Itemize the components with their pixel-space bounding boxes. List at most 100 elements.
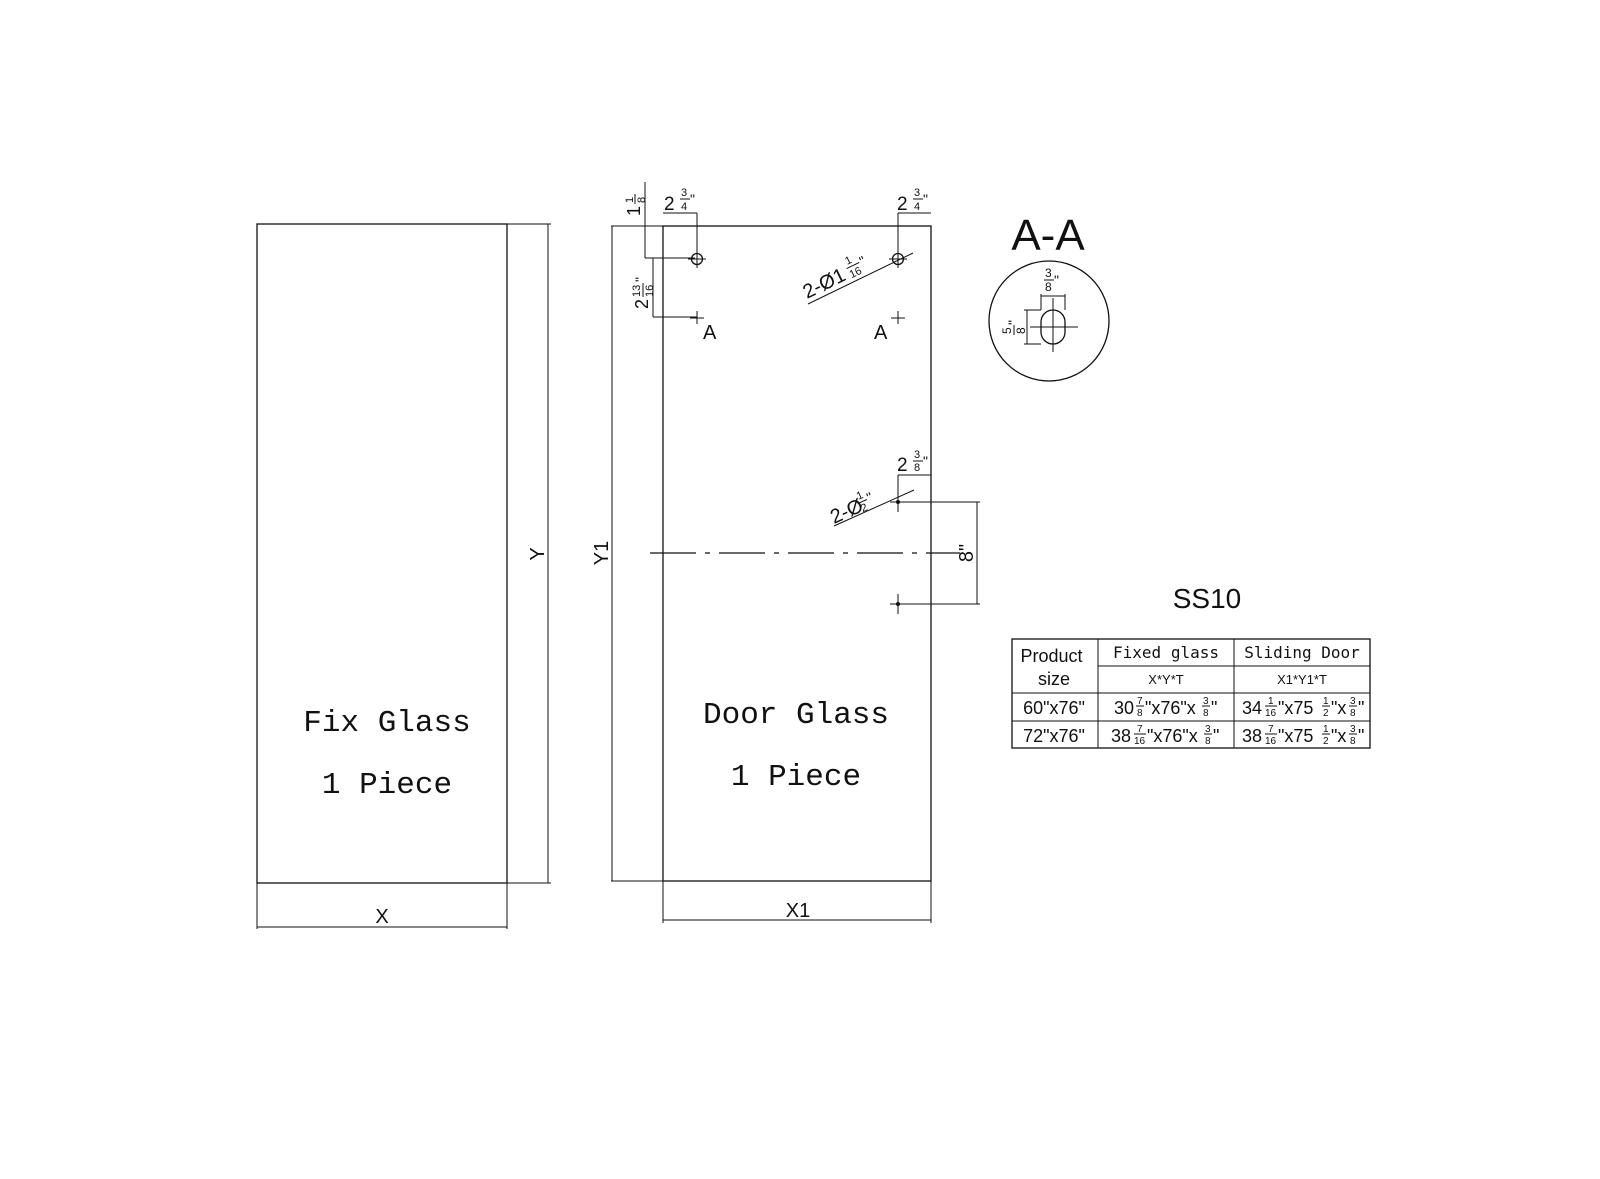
svg-text:": " — [1211, 698, 1217, 718]
svg-text:16: 16 — [644, 285, 656, 297]
svg-text:30: 30 — [1114, 698, 1134, 718]
svg-text:8: 8 — [1350, 708, 1356, 719]
svg-text:2: 2 — [897, 455, 908, 476]
svg-text:1: 1 — [1268, 696, 1274, 707]
header-product-size: Product size — [1020, 646, 1087, 689]
svg-text:38: 38 — [1111, 726, 1131, 746]
svg-text:2: 2 — [664, 194, 675, 215]
fix-glass-outline — [256, 223, 508, 884]
svg-text:": " — [923, 453, 928, 469]
svg-text:2: 2 — [897, 194, 908, 215]
svg-text:8: 8 — [1203, 708, 1209, 719]
svg-text:7: 7 — [1137, 696, 1143, 707]
section-detail-circle — [988, 260, 1110, 382]
right-hole-inset-dimension: 2 3 4 " — [897, 187, 928, 215]
svg-text:8: 8 — [1137, 708, 1143, 719]
svg-text:16: 16 — [848, 265, 864, 281]
row-size: 72"x76" — [1023, 726, 1085, 746]
hole-drop-dimension: 2 13 16 " — [631, 277, 656, 309]
svg-text:8: 8 — [1045, 280, 1052, 294]
section-width-dimension: 3 8 " — [1044, 266, 1059, 294]
svg-text:7: 7 — [1268, 724, 1274, 735]
door-glass-title: Door Glass — [703, 698, 889, 733]
svg-text:16: 16 — [1265, 736, 1277, 747]
header-fixed-glass: Fixed glass — [1113, 643, 1219, 662]
svg-text:2: 2 — [1323, 736, 1329, 747]
handle-spacing-label: 8" — [956, 544, 978, 562]
svg-text:3: 3 — [914, 449, 920, 461]
subheader-fixed: X*Y*T — [1148, 672, 1183, 687]
door-width-label: X1 — [786, 900, 810, 922]
svg-text:3: 3 — [1205, 724, 1211, 735]
svg-text:8: 8 — [914, 462, 920, 474]
svg-text:2: 2 — [1323, 708, 1329, 719]
svg-text:3: 3 — [1350, 696, 1356, 707]
svg-text:7: 7 — [1137, 724, 1143, 735]
svg-text:"x75: "x75 — [1278, 726, 1313, 746]
table-row: 60"x76" 30 7 8 "x76"x 3 8 " 34 1 16 "x75… — [1023, 696, 1364, 719]
svg-text:13: 13 — [631, 285, 643, 297]
svg-text:8: 8 — [636, 197, 648, 203]
model-label: SS10 — [1173, 583, 1242, 614]
svg-text:16: 16 — [1265, 708, 1277, 719]
handle-holes-callout: 2-Ø 1 2 " — [827, 489, 875, 529]
size-table: Product size Fixed glass Sliding Door X*… — [1011, 638, 1371, 749]
door-height-label: Y1 — [591, 541, 613, 565]
subheader-door: X1*Y1*T — [1277, 672, 1327, 687]
row-fixed-size: 38 7 16 "x76"x 3 8 " — [1111, 724, 1219, 747]
svg-text:1: 1 — [1323, 696, 1329, 707]
svg-text:4: 4 — [681, 201, 687, 213]
section-title: A-A — [1011, 211, 1085, 260]
svg-text:": " — [690, 191, 695, 207]
svg-text:": " — [1054, 272, 1059, 288]
fix-glass-title: Fix Glass — [303, 706, 470, 741]
svg-text:3: 3 — [1203, 696, 1209, 707]
svg-text:1: 1 — [624, 197, 636, 203]
top-offset-dimension: 1 1 8 — [624, 194, 648, 216]
svg-text:": " — [632, 277, 648, 282]
handle-inset-dimension: 2 3 8 " — [897, 449, 928, 476]
svg-text:34: 34 — [1242, 698, 1262, 718]
svg-text:": " — [857, 253, 869, 270]
svg-text:1: 1 — [843, 254, 854, 267]
svg-text:4: 4 — [914, 201, 920, 213]
svg-text:8: 8 — [1350, 736, 1356, 747]
svg-text:16: 16 — [1134, 736, 1146, 747]
header-sliding-door: Sliding Door — [1244, 643, 1360, 662]
svg-text:"x: "x — [1331, 726, 1346, 746]
section-detail: A-A 3 8 " 5 8 " — [988, 211, 1110, 382]
svg-text:"x76"x: "x76"x — [1145, 698, 1196, 718]
fix-height-label: Y — [527, 547, 549, 560]
svg-text:3: 3 — [681, 187, 687, 199]
svg-text:8: 8 — [1205, 736, 1211, 747]
svg-text:3: 3 — [1045, 266, 1052, 280]
svg-text:2: 2 — [859, 502, 869, 515]
svg-text:1: 1 — [1323, 724, 1329, 735]
section-height-dimension: 5 8 " — [1000, 320, 1028, 335]
table-row: 72"x76" 38 7 16 "x76"x 3 8 " 38 7 16 "x7… — [1023, 724, 1364, 747]
section-mark-right: A — [874, 322, 888, 344]
row-size: 60"x76" — [1023, 698, 1085, 718]
svg-text:8: 8 — [1014, 327, 1028, 334]
top-holes-callout: 2-Ø1 1 16 " — [800, 253, 869, 304]
svg-text:3: 3 — [1350, 724, 1356, 735]
svg-text:": " — [1358, 726, 1364, 746]
svg-text:": " — [1005, 320, 1021, 325]
door-glass-panel: Y1 X1 1 1 8 2 3 4 " 2 3 — [591, 182, 980, 923]
svg-text:"x: "x — [1331, 698, 1346, 718]
row-door-size: 34 1 16 "x75 1 2 "x 3 8 " — [1242, 696, 1364, 719]
fix-glass-count: 1 Piece — [322, 768, 452, 803]
svg-text:"x75: "x75 — [1278, 698, 1313, 718]
svg-text:2-Ø1: 2-Ø1 — [800, 264, 850, 303]
svg-text:"x76"x: "x76"x — [1147, 726, 1198, 746]
row-door-size: 38 7 16 "x75 1 2 "x 3 8 " — [1242, 724, 1364, 747]
svg-text:1: 1 — [855, 489, 865, 502]
svg-text:3: 3 — [914, 187, 920, 199]
svg-text:": " — [1358, 698, 1364, 718]
row-fixed-size: 30 7 8 "x76"x 3 8 " — [1114, 696, 1217, 719]
svg-text:38: 38 — [1242, 726, 1262, 746]
svg-text:": " — [1213, 726, 1219, 746]
fix-glass-panel: X Y Fix Glass 1 Piece — [256, 223, 551, 929]
svg-text:1: 1 — [624, 206, 644, 216]
